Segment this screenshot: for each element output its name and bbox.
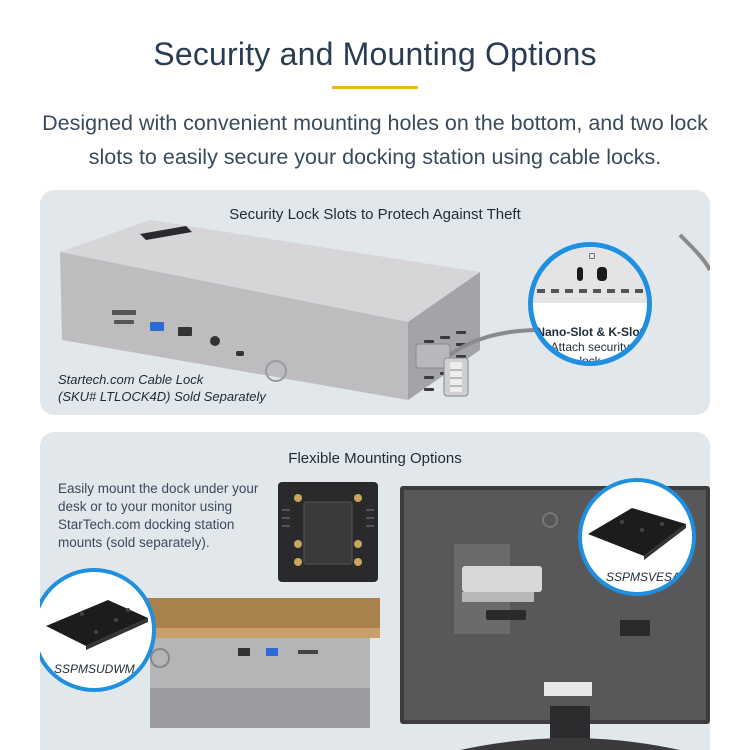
under-desk-dock-image (140, 598, 380, 728)
page-subtitle: Designed with convenient mounting holes … (42, 111, 708, 169)
page-title: Security and Mounting Options (153, 36, 597, 72)
underdesk-mount-plate-icon (46, 600, 148, 650)
callout-line1: Attach security (550, 340, 630, 354)
vesa-mount-callout: SSPMSVESA (578, 478, 696, 596)
dock-bottom-view-image (278, 482, 378, 582)
underdesk-mount-label: SSPMSUDWM (54, 662, 135, 676)
cable-lock (415, 343, 469, 397)
vesa-mount-label: SSPMSVESA (606, 570, 681, 584)
underdesk-mount-callout: SSPMSUDWM (40, 568, 156, 692)
mounting-panel: Flexible Mounting Options Easily mount t… (40, 432, 710, 750)
vesa-mount-plate-icon (588, 508, 686, 560)
security-panel: Security Lock Slots to Protech Against T… (40, 190, 710, 415)
cable-lock-caption: Startech.com Cable Lock (SKU# LTLOCK4D) … (58, 371, 266, 405)
callout-line2: lock (579, 354, 601, 366)
cable-lock-caption-line2: (SKU# LTLOCK4D) Sold Separately (58, 389, 266, 404)
lock-slot-closeup (533, 247, 647, 303)
callout-title: Nano-Slot & K-Slot (536, 325, 644, 339)
cable-lock-caption-line1: Startech.com Cable Lock (58, 372, 204, 387)
title-underline (332, 86, 418, 89)
brand-badge (140, 226, 192, 240)
k-slot (597, 267, 607, 281)
nano-slot (577, 267, 583, 281)
security-panel-title: Security Lock Slots to Protech Against T… (229, 206, 521, 223)
lock-icon (589, 253, 595, 259)
lock-slot-callout: Nano-Slot & K-Slot Attach security lock (528, 242, 652, 366)
mounting-description: Easily mount the dock under your desk or… (58, 481, 259, 550)
vent-row (537, 289, 647, 293)
mounting-panel-title: Flexible Mounting Options (288, 450, 462, 467)
